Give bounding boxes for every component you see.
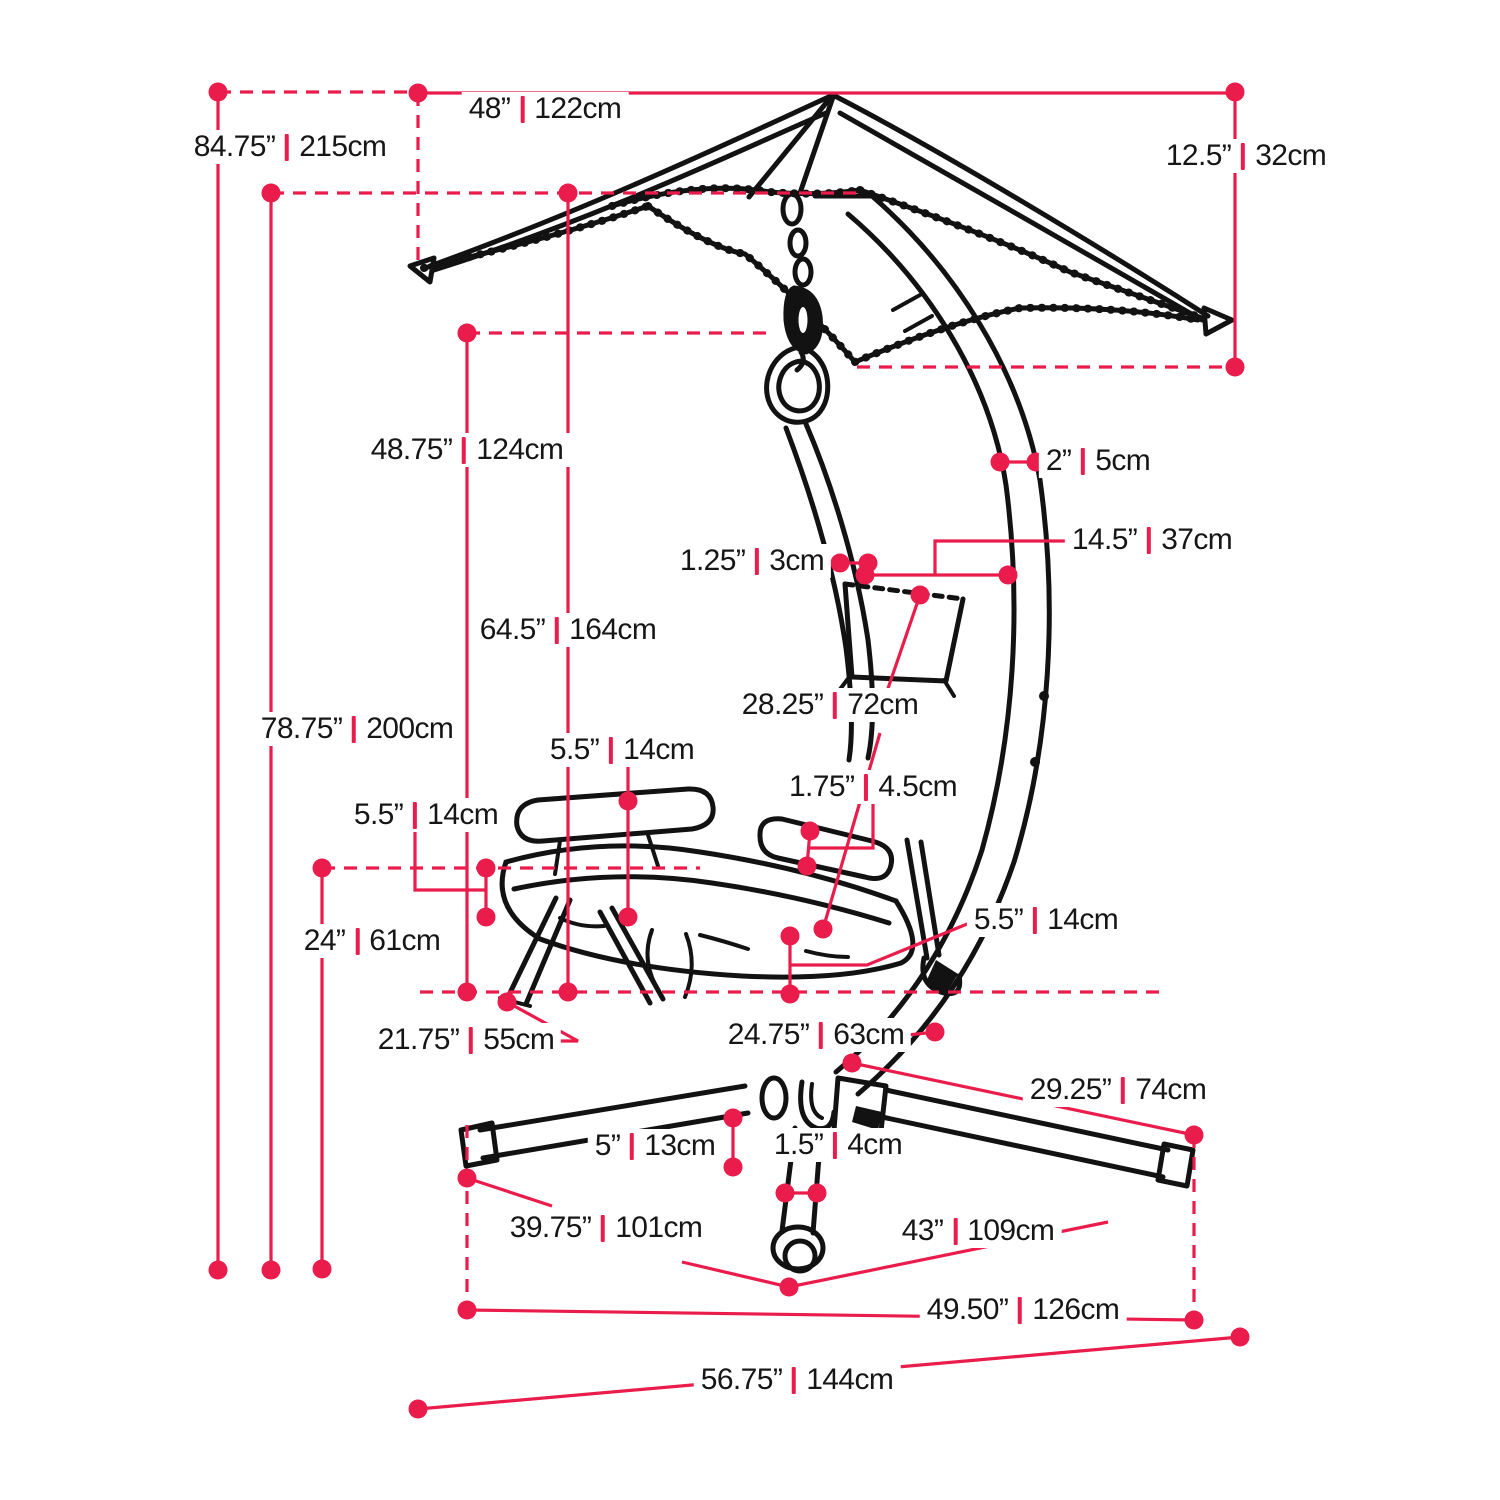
separator-bar [953,1217,958,1245]
dim-label-seat-height: 24”61cm [296,924,448,958]
dim-label-base-depth: 49.50”126cm [919,1293,1127,1327]
canopy-ridge-right [830,92,1211,319]
dim-label-base-tube-height: 5”13cm [587,1129,723,1163]
armrest-right [757,816,895,881]
separator-bar [1121,1076,1126,1104]
dim-label-armrest-pad-thickness: 1.75”4.5cm [781,770,965,804]
separator-bar [1033,906,1038,934]
dim-label-armrest-rise: 5.5”14cm [542,733,702,767]
separator-bar [285,133,290,161]
seat-cushion [499,843,916,980]
separator-bar [520,95,525,123]
dim-label-base-width: 56.75”144cm [693,1363,901,1397]
dim-label-canopy-width: 48”122cm [461,92,629,126]
dim-label-hang-point-height: 78.75”200cm [253,712,461,746]
cushion-straps [645,928,694,999]
separator-bar [819,1021,824,1049]
separator-bar [833,691,838,719]
dim-label-canopy-drop: 12.5”32cm [1158,139,1334,173]
dimension-lines [216,91,1241,1411]
canopy-ridge-left [427,92,836,269]
dim-label-frame-to-stand-gap: 14.5”37cm [1064,523,1240,557]
dim-label-overall-height: 84.75”215cm [186,130,394,164]
dim-label-cushion-left-thickness: 5.5”14cm [346,798,506,832]
dimension-dashed-lines [218,90,1235,1320]
canopy-center-rib [797,94,836,196]
canopy-front-rib [746,94,834,200]
separator-bar [352,715,357,743]
dim-label-frame-tube-diameter: 1.25”3cm [672,544,832,578]
canopy-tip-right [1201,305,1235,337]
dim-label-seat-depth: 21.75”55cm [370,1023,562,1057]
headrest-pillow [836,581,966,698]
canopy-ridge-right-inner [837,110,1205,323]
dim-label-backrest-length: 28.25”72cm [734,688,926,722]
canopy-tip-left [407,255,437,285]
hanging-chain [780,191,823,373]
separator-bar [601,1214,606,1242]
separator-bar [630,1132,635,1160]
dim-label-stand-tube-diameter: 2”5cm [1038,444,1158,478]
separator-bar [469,1026,474,1054]
dim-label-canopy-underside-height: 64.5”164cm [472,613,664,647]
armrest-left [514,786,716,844]
dim-label-seat-width: 24.75”63cm [720,1018,912,1052]
separator-bar [1081,447,1086,475]
separator-bar [355,927,360,955]
stand-arc-outer [855,193,1052,1097]
separator-bar [1147,526,1152,554]
dim-label-caster-tube-width: 1.5”4cm [766,1128,910,1162]
base-legs [458,1083,1196,1189]
dim-label-right-leg-length: 43”109cm [894,1214,1062,1248]
backrest-tube-inner [783,425,854,763]
separator-bar [1018,1296,1023,1324]
dim-label-hanger-loop-height: 48.75”124cm [363,433,571,467]
separator-bar [555,616,560,644]
hanger-loop-inner [776,358,822,414]
dim-label-left-leg-length: 39.75”101cm [502,1211,710,1245]
separator-bar [792,1366,797,1394]
separator-bar [609,736,614,764]
chaise-front-legs [503,895,666,1007]
separator-bar [833,1131,838,1159]
separator-bar [1241,142,1246,170]
separator-bar [413,801,418,829]
dimension-dots [208,82,1250,1419]
separator-bar [755,547,760,575]
separator-bar [864,773,869,801]
separator-bar [462,436,467,464]
dim-label-rear-leg-length: 29.25”74cm [1022,1073,1214,1107]
dim-label-cushion-right-thickness: 5.5”14cm [966,903,1126,937]
hanger-loop-outer [764,345,831,425]
stand-arc-inner [833,211,1017,1075]
